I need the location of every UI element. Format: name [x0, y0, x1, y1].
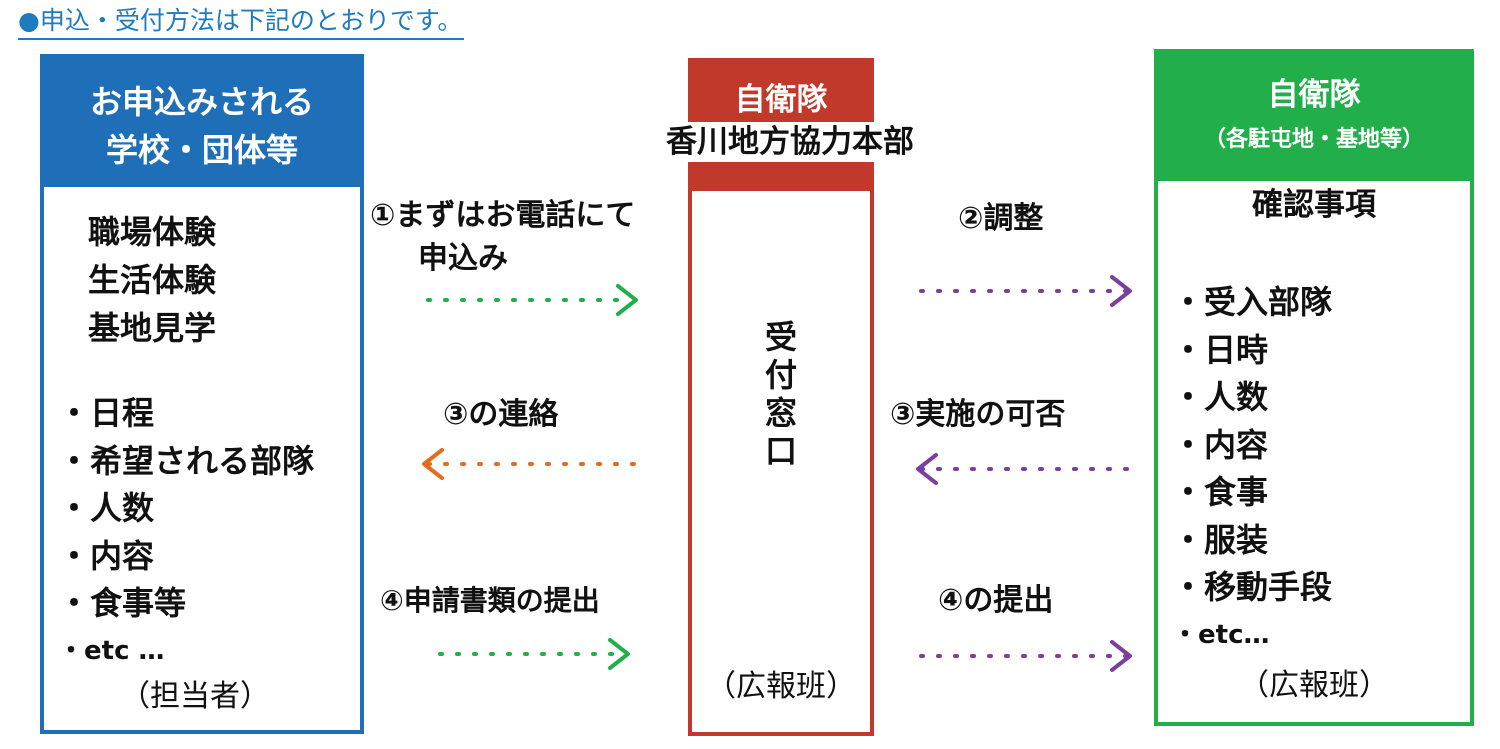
page-heading: ●申込・受付方法は下記のとおりです。 [18, 4, 465, 40]
base-header: 自衛隊 （各駐屯地・基地等） [1158, 53, 1470, 181]
applicant-column: お申込みされる 学校・団体等 職場体験 生活体験 基地見学 ・日程 ・希望される… [40, 54, 364, 734]
step3-left-label: ③の連絡 [443, 397, 559, 432]
list-item: ・希望される部隊 [58, 441, 315, 480]
base-title-line2: （各駐屯地・基地等） [1203, 127, 1424, 152]
applicant-title-line2: 学校・団体等 [105, 131, 298, 169]
step4-right-arrow [919, 640, 1132, 672]
applicant-title-line1: お申込みされる [89, 83, 314, 121]
list-item: ・内容 [58, 536, 155, 575]
checklist-title: 確認事項 [1252, 187, 1376, 223]
list-item: ・食事等 [58, 584, 187, 622]
reception-title-line1: 自衛隊 [734, 82, 828, 118]
vertical-char: 口 [764, 432, 797, 470]
reception-footer: （広報班） [706, 669, 856, 704]
step2-label: ②調整 [958, 201, 1044, 236]
list-item: ・日程 [58, 394, 155, 432]
step1-arrow [426, 284, 638, 316]
step1-label-line2: 申込み [418, 241, 508, 276]
step3-right-label: ③実施の可否 [890, 397, 1066, 432]
list-item: ・移動手段 [1172, 568, 1333, 606]
step4-left-label: ④申請書類の提出 [380, 584, 600, 617]
applicant-items: ・日程 ・希望される部隊 ・人数 ・内容 ・食事等 ・etc … [58, 390, 314, 675]
list-item: ・人数 [1172, 378, 1269, 416]
list-item: ・人数 [58, 489, 155, 527]
step1-label-line1: ①まずはお電話にて [370, 198, 636, 233]
checklist-items: ・受入部隊 ・日時 ・人数 ・内容 ・食事 ・服装 ・移動手段 ・etc… [1172, 279, 1332, 659]
applicant-header: お申込みされる 学校・団体等 [44, 58, 360, 187]
list-item: ・服装 [1172, 520, 1269, 559]
list-item: ・etc … [58, 635, 165, 666]
step4-left-arrow [438, 638, 630, 670]
vertical-char: 付 [764, 356, 797, 394]
list-item: ・etc… [1172, 619, 1270, 650]
list-item: ・日時 [1172, 330, 1269, 369]
activity-item: 基地見学 [88, 309, 217, 347]
list-item: ・内容 [1172, 425, 1269, 464]
vertical-char: 窓 [764, 394, 797, 432]
vertical-char: 受 [764, 318, 797, 356]
base-footer: （広報班） [1239, 668, 1389, 703]
step3-right-arrow [916, 453, 1129, 485]
list-item: ・受入部隊 [1172, 283, 1333, 321]
applicant-footer: （担当者） [120, 679, 270, 714]
list-item: ・食事 [1172, 473, 1269, 511]
step2-arrow [919, 275, 1132, 307]
base-title-line1: 自衛隊 [1267, 77, 1361, 113]
reception-title-line2: 香川地方協力本部 [600, 122, 980, 162]
step3-left-arrow [422, 448, 636, 480]
activity-item: 職場体験 [88, 213, 217, 251]
activity-item: 生活体験 [88, 261, 217, 299]
base-column: 自衛隊 （各駐屯地・基地等） 確認事項 ・受入部隊 ・日時 ・人数 ・内容 ・食… [1154, 49, 1474, 726]
activity-list: 職場体験 生活体験 基地見学 [88, 208, 216, 352]
reception-window-vertical: 受 付 窓 口 [692, 318, 870, 470]
step4-right-label: ④の提出 [938, 583, 1054, 618]
